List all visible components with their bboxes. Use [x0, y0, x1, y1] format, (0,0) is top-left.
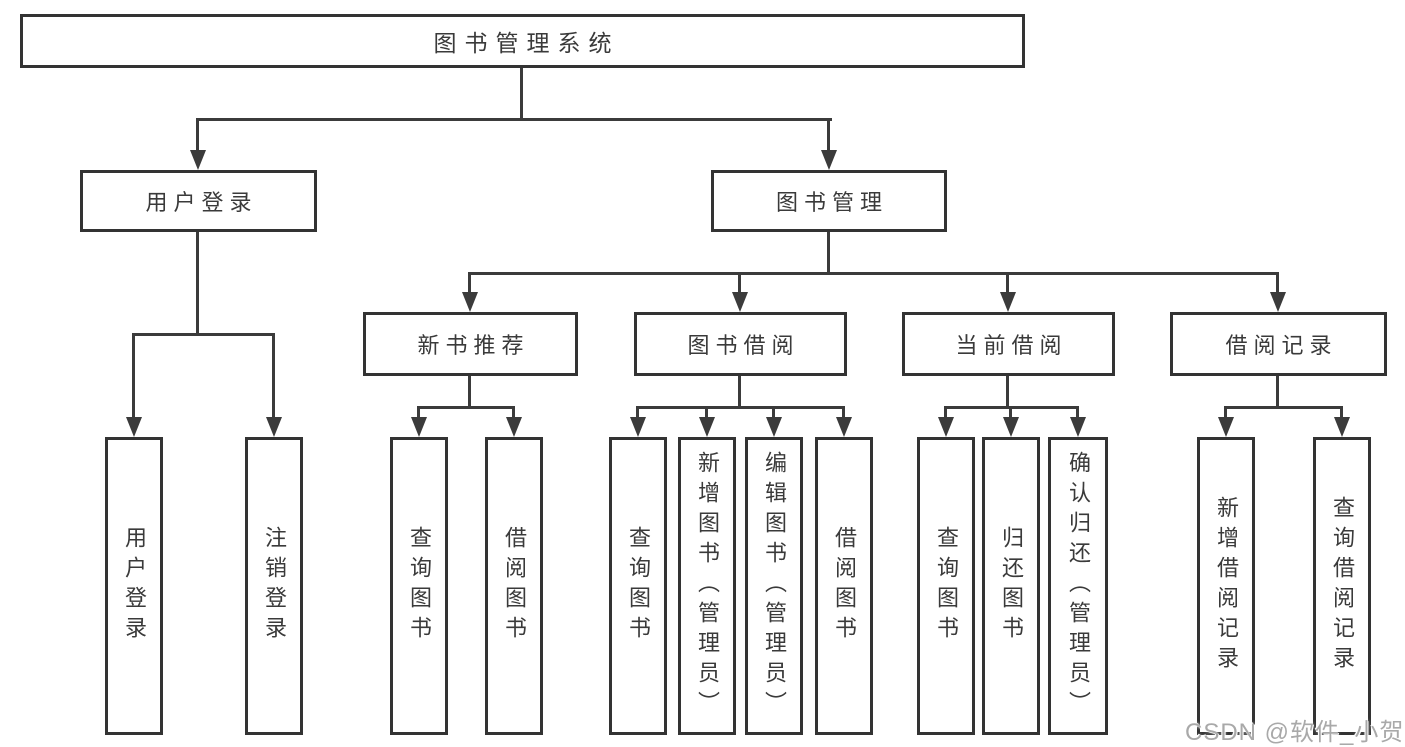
watermark: CSDN @软件_小贺同学 [1185, 719, 1405, 746]
arrowhead-down [836, 417, 852, 437]
node-label: 当前借阅 [955, 333, 1068, 358]
connector-vline [772, 408, 775, 421]
arrowhead-down [766, 417, 782, 437]
node-user-login: 用户登录 [80, 170, 317, 232]
connector-vline [1224, 408, 1227, 421]
connector-hline [468, 272, 1279, 275]
connector-vline [636, 408, 639, 421]
node-current-borrowing: 当前借阅 [902, 312, 1115, 376]
leaf-borrow-books-recommend: 借阅图书 [485, 437, 543, 735]
connector-vline [1006, 376, 1009, 408]
leaf-edit-book-admin: 编辑图书（管理员） [745, 437, 803, 735]
node-borrowing-records: 借阅记录 [1170, 312, 1387, 376]
leaf-query-books-borrowing: 查询图书 [609, 437, 667, 735]
node-label: 借阅记录 [1225, 333, 1338, 358]
leaf-return-book: 归还图书 [982, 437, 1040, 735]
arrowhead-down [1334, 417, 1350, 437]
connector-vline [738, 376, 741, 408]
leaf-query-borrow-record: 查询借阅记录 [1313, 437, 1371, 735]
arrowhead-down [1003, 417, 1019, 437]
leaf-label: 新增图书（管理员） [695, 451, 720, 721]
arrowhead-down [630, 417, 646, 437]
arrowhead-down [938, 417, 954, 437]
leaf-label: 确认归还（管理员） [1066, 451, 1091, 721]
connector-vline [827, 232, 830, 274]
connector-vline [738, 274, 741, 296]
arrowhead-down [1000, 292, 1016, 312]
leaf-label: 查询图书 [407, 526, 432, 646]
leaf-label: 用户登录 [122, 526, 147, 646]
leaf-label: 编辑图书（管理员） [762, 451, 787, 721]
arrowhead-down [266, 417, 282, 437]
leaf-borrow-books: 借阅图书 [815, 437, 873, 735]
connector-vline [468, 274, 471, 296]
arrowhead-down [1218, 417, 1234, 437]
leaf-logout: 注销登录 [245, 437, 303, 735]
connector-vline [1076, 408, 1079, 421]
leaf-label: 查询图书 [626, 526, 651, 646]
node-label: 图书借阅 [687, 333, 800, 358]
connector-vline [827, 120, 830, 154]
arrowhead-down [190, 150, 206, 170]
node-library-management-system: 图书管理系统 [20, 14, 1025, 68]
connector-hline [417, 406, 515, 409]
node-label: 新书推荐 [417, 333, 530, 358]
leaf-user-login: 用户登录 [105, 437, 163, 735]
leaf-confirm-return-admin: 确认归还（管理员） [1048, 437, 1108, 735]
connector-vline [468, 376, 471, 408]
leaf-label: 借阅图书 [832, 526, 857, 646]
leaf-label: 注销登录 [262, 526, 287, 646]
connector-vline [1340, 408, 1343, 421]
connector-vline [196, 120, 199, 154]
leaf-label: 查询图书 [934, 526, 959, 646]
leaf-label: 查询借阅记录 [1330, 496, 1355, 676]
node-label: 图书管理系统 [433, 30, 620, 56]
connector-hline [944, 406, 1079, 409]
connector-vline [944, 408, 947, 421]
arrowhead-down [462, 292, 478, 312]
leaf-add-borrow-record: 新增借阅记录 [1197, 437, 1255, 735]
connector-vline [132, 335, 135, 421]
connector-vline [1009, 408, 1012, 421]
connector-vline [705, 408, 708, 421]
leaf-add-book-admin: 新增图书（管理员） [678, 437, 736, 735]
connector-vline [1276, 274, 1279, 296]
node-new-book-recommend: 新书推荐 [363, 312, 578, 376]
leaf-label: 新增借阅记录 [1214, 496, 1239, 676]
connector-vline [1006, 274, 1009, 296]
arrowhead-down [1270, 292, 1286, 312]
arrowhead-down [821, 150, 837, 170]
connector-vline [520, 68, 523, 120]
connector-hline [636, 406, 845, 409]
connector-vline [272, 335, 275, 421]
arrowhead-down [411, 417, 427, 437]
leaf-label: 归还图书 [999, 526, 1024, 646]
leaf-label: 借阅图书 [502, 526, 527, 646]
node-label: 图书管理 [775, 190, 888, 215]
connector-vline [512, 408, 515, 421]
connector-vline [417, 408, 420, 421]
arrowhead-down [506, 417, 522, 437]
arrowhead-down [699, 417, 715, 437]
leaf-query-books-current: 查询图书 [917, 437, 975, 735]
connector-hline [132, 333, 275, 336]
connector-vline [196, 232, 199, 335]
node-book-borrowing: 图书借阅 [634, 312, 847, 376]
node-book-management: 图书管理 [711, 170, 947, 232]
leaf-query-books-recommend: 查询图书 [390, 437, 448, 735]
connector-vline [1276, 376, 1279, 408]
connector-hline [1224, 406, 1343, 409]
node-label: 用户登录 [145, 190, 258, 215]
connector-hline [196, 118, 832, 121]
arrowhead-down [1070, 417, 1086, 437]
arrowhead-down [126, 417, 142, 437]
arrowhead-down [732, 292, 748, 312]
connector-vline [842, 408, 845, 421]
